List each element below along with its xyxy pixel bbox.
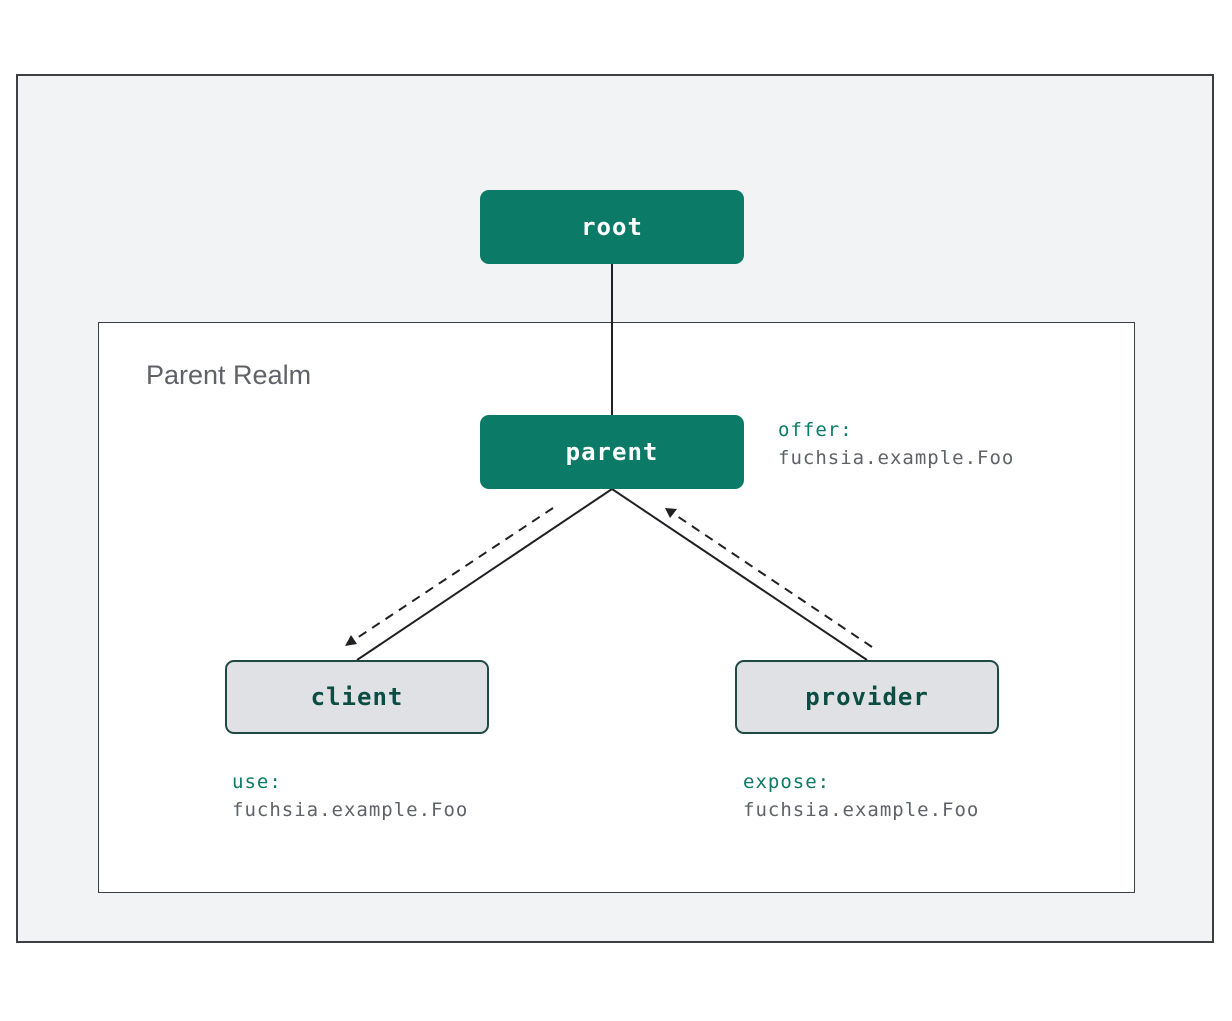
node-provider: provider [735, 660, 999, 734]
annotation-keyword: use: [232, 771, 282, 793]
annotation-provider: expose: fuchsia.example.Foo [743, 768, 979, 824]
annotation-capability: fuchsia.example.Foo [778, 447, 1015, 469]
annotation-parent: offer: fuchsia.example.Foo [778, 416, 1014, 472]
arrowhead-client [345, 635, 357, 646]
arrowhead-provider [665, 508, 677, 518]
node-root: root [480, 190, 744, 264]
annotation-capability: fuchsia.example.Foo [232, 799, 469, 821]
route-arrow-from-provider [673, 513, 873, 648]
annotation-client: use: fuchsia.example.Foo [232, 768, 468, 824]
annotation-keyword: expose: [743, 771, 831, 793]
edge-parent-client [356, 488, 613, 661]
annotation-capability: fuchsia.example.Foo [743, 799, 980, 821]
route-arrow-to-client [353, 507, 554, 641]
annotation-keyword: offer: [778, 419, 853, 441]
node-parent: parent [480, 415, 744, 489]
realm-label: Parent Realm [146, 360, 312, 390]
node-client: client [225, 660, 489, 734]
edge-parent-provider [611, 488, 868, 661]
